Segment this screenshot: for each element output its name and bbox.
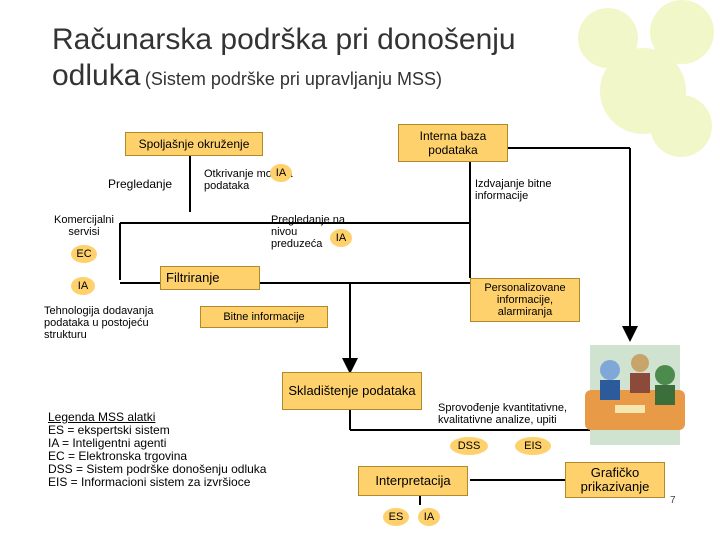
legend-item: ES = ekspertski sistem bbox=[48, 423, 170, 437]
box-bitne-informacije: Bitne informacije bbox=[200, 306, 328, 328]
label-komercijalni: Komercijalni servisi bbox=[54, 214, 114, 238]
tag-ec: EC bbox=[71, 245, 97, 263]
box-graficko: Grafičko prikazivanje bbox=[565, 462, 665, 498]
box-interna-baza: Interna baza podataka bbox=[398, 124, 508, 162]
label-interpretacija: Interpretacija bbox=[375, 473, 451, 488]
label-sprovodjenje: Sprovođenje kvantitativne, kvalitativne … bbox=[438, 402, 568, 426]
label-skladistenje: Skladištenje podataka bbox=[288, 383, 416, 398]
tag-es: ES bbox=[383, 508, 409, 526]
label-spoljasnje: Spoljašnje okruženje bbox=[138, 137, 250, 151]
slide-title: Računarska podrška pri donošenju odluka … bbox=[52, 22, 612, 94]
legend: Legenda MSS alatki ES = ekspertski siste… bbox=[48, 411, 266, 489]
tag-ia: IA bbox=[330, 229, 352, 247]
title-line-1: Računarska podrška pri donošenju bbox=[52, 23, 516, 56]
title-subtitle: (Sistem podrške pri upravljanju MSS) bbox=[144, 69, 442, 89]
legend-item: EIS = Informacioni sistem za izvršioce bbox=[48, 475, 251, 489]
box-filtriranje: Filtriranje bbox=[160, 266, 260, 290]
label-tehnologija: Tehnologija dodavanja podataka u postoje… bbox=[44, 305, 154, 341]
label-pregledanje: Pregledanje bbox=[108, 177, 173, 191]
page-number: 7 bbox=[670, 495, 676, 506]
box-spoljasnje-okruzenje: Spoljašnje okruženje bbox=[125, 132, 263, 156]
legend-item: EC = Elektronska trgovina bbox=[48, 449, 188, 463]
label-interna-baza: Interna baza podataka bbox=[419, 129, 487, 157]
decor-circle bbox=[650, 95, 712, 157]
label-personalizovane: Personalizovane informacije, alarmiranja bbox=[484, 282, 566, 318]
tag-ia: IA bbox=[270, 164, 292, 182]
tag-ia: IA bbox=[71, 277, 95, 295]
box-interpretacija: Interpretacija bbox=[358, 466, 468, 496]
tag-ia: IA bbox=[418, 508, 440, 526]
legend-title: Legenda MSS alatki bbox=[48, 410, 156, 424]
tag-eis: EIS bbox=[515, 437, 551, 455]
label-filtriranje: Filtriranje bbox=[166, 270, 220, 285]
label-graficko: Grafičko prikazivanje bbox=[580, 465, 650, 494]
label-izdvajanje: Izdvajanje bitne informacije bbox=[475, 178, 552, 202]
tag-dss: DSS bbox=[450, 437, 488, 455]
title-line-2: odluka bbox=[52, 59, 141, 92]
box-skladistenje: Skladištenje podataka bbox=[282, 372, 422, 410]
label-otkrivanje: Otkrivanje modela podataka bbox=[204, 168, 293, 192]
legend-item: IA = Inteligentni agenti bbox=[48, 436, 167, 450]
label-pregledanje-preduzece: Pregledanje na nivou preduzeća bbox=[271, 214, 346, 250]
label-bitne: Bitne informacije bbox=[223, 311, 305, 323]
box-personalizovane: Personalizovane informacije, alarmiranja bbox=[470, 278, 580, 322]
meeting-illustration-icon bbox=[585, 345, 685, 445]
legend-item: DSS = Sistem podrške donošenju odluka bbox=[48, 462, 267, 476]
